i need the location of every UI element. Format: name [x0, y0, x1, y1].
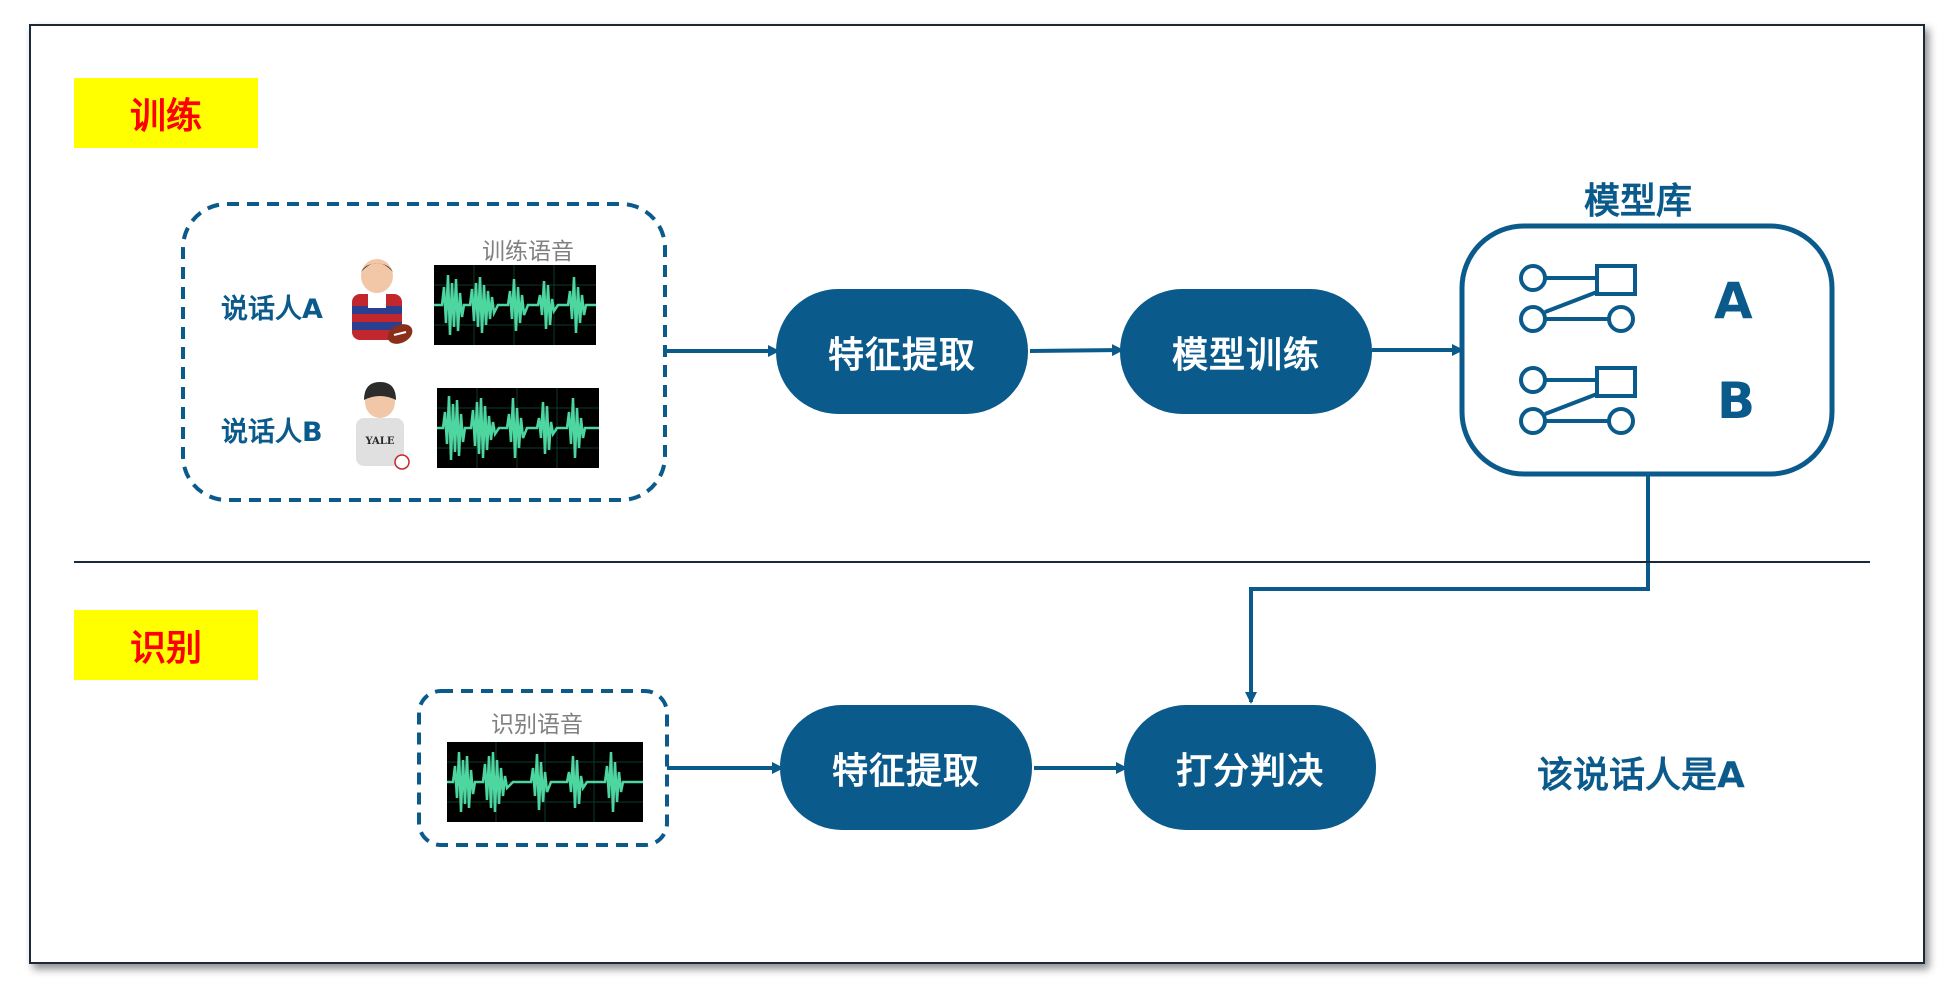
- training-feature-extraction-node: 特征提取: [776, 289, 1028, 414]
- model-a-icon: [1519, 264, 1637, 333]
- arrow-library-to-scoring: [1245, 474, 1650, 704]
- recognition-feature-extraction-node: 特征提取: [780, 705, 1032, 830]
- football-player-icon: [352, 259, 413, 344]
- svg-text:YALE: YALE: [365, 436, 395, 447]
- recognition-speech-box: [417, 689, 669, 847]
- model-b-icon: [1519, 366, 1637, 435]
- speaker-a-label: 说话人A: [221, 294, 323, 325]
- recognition-result: 该说话人是A: [1537, 755, 1745, 796]
- scoring-decision-node: 打分判决: [1124, 705, 1376, 830]
- model-library-box: [1459, 223, 1835, 477]
- speaker-b-label: 说话人B: [221, 417, 323, 448]
- model-a-label: A: [1714, 272, 1753, 330]
- recognition-speech-caption: 识别语音: [491, 712, 583, 738]
- training-section-label: 训练: [74, 78, 258, 148]
- recognition-waveform: [447, 742, 643, 822]
- recognition-section-label: 识别: [74, 610, 258, 680]
- training-waveform-b: [437, 388, 599, 468]
- arrow-feature-to-training: [1029, 344, 1124, 357]
- section-divider: [74, 561, 1870, 563]
- model-training-node: 模型训练: [1120, 289, 1372, 414]
- model-b-label: B: [1717, 372, 1756, 430]
- training-speech-caption: 训练语音: [482, 239, 574, 265]
- model-library-title: 模型库: [1584, 181, 1693, 222]
- training-waveform-a: [434, 265, 596, 345]
- baseball-player-icon: YALE: [356, 382, 410, 470]
